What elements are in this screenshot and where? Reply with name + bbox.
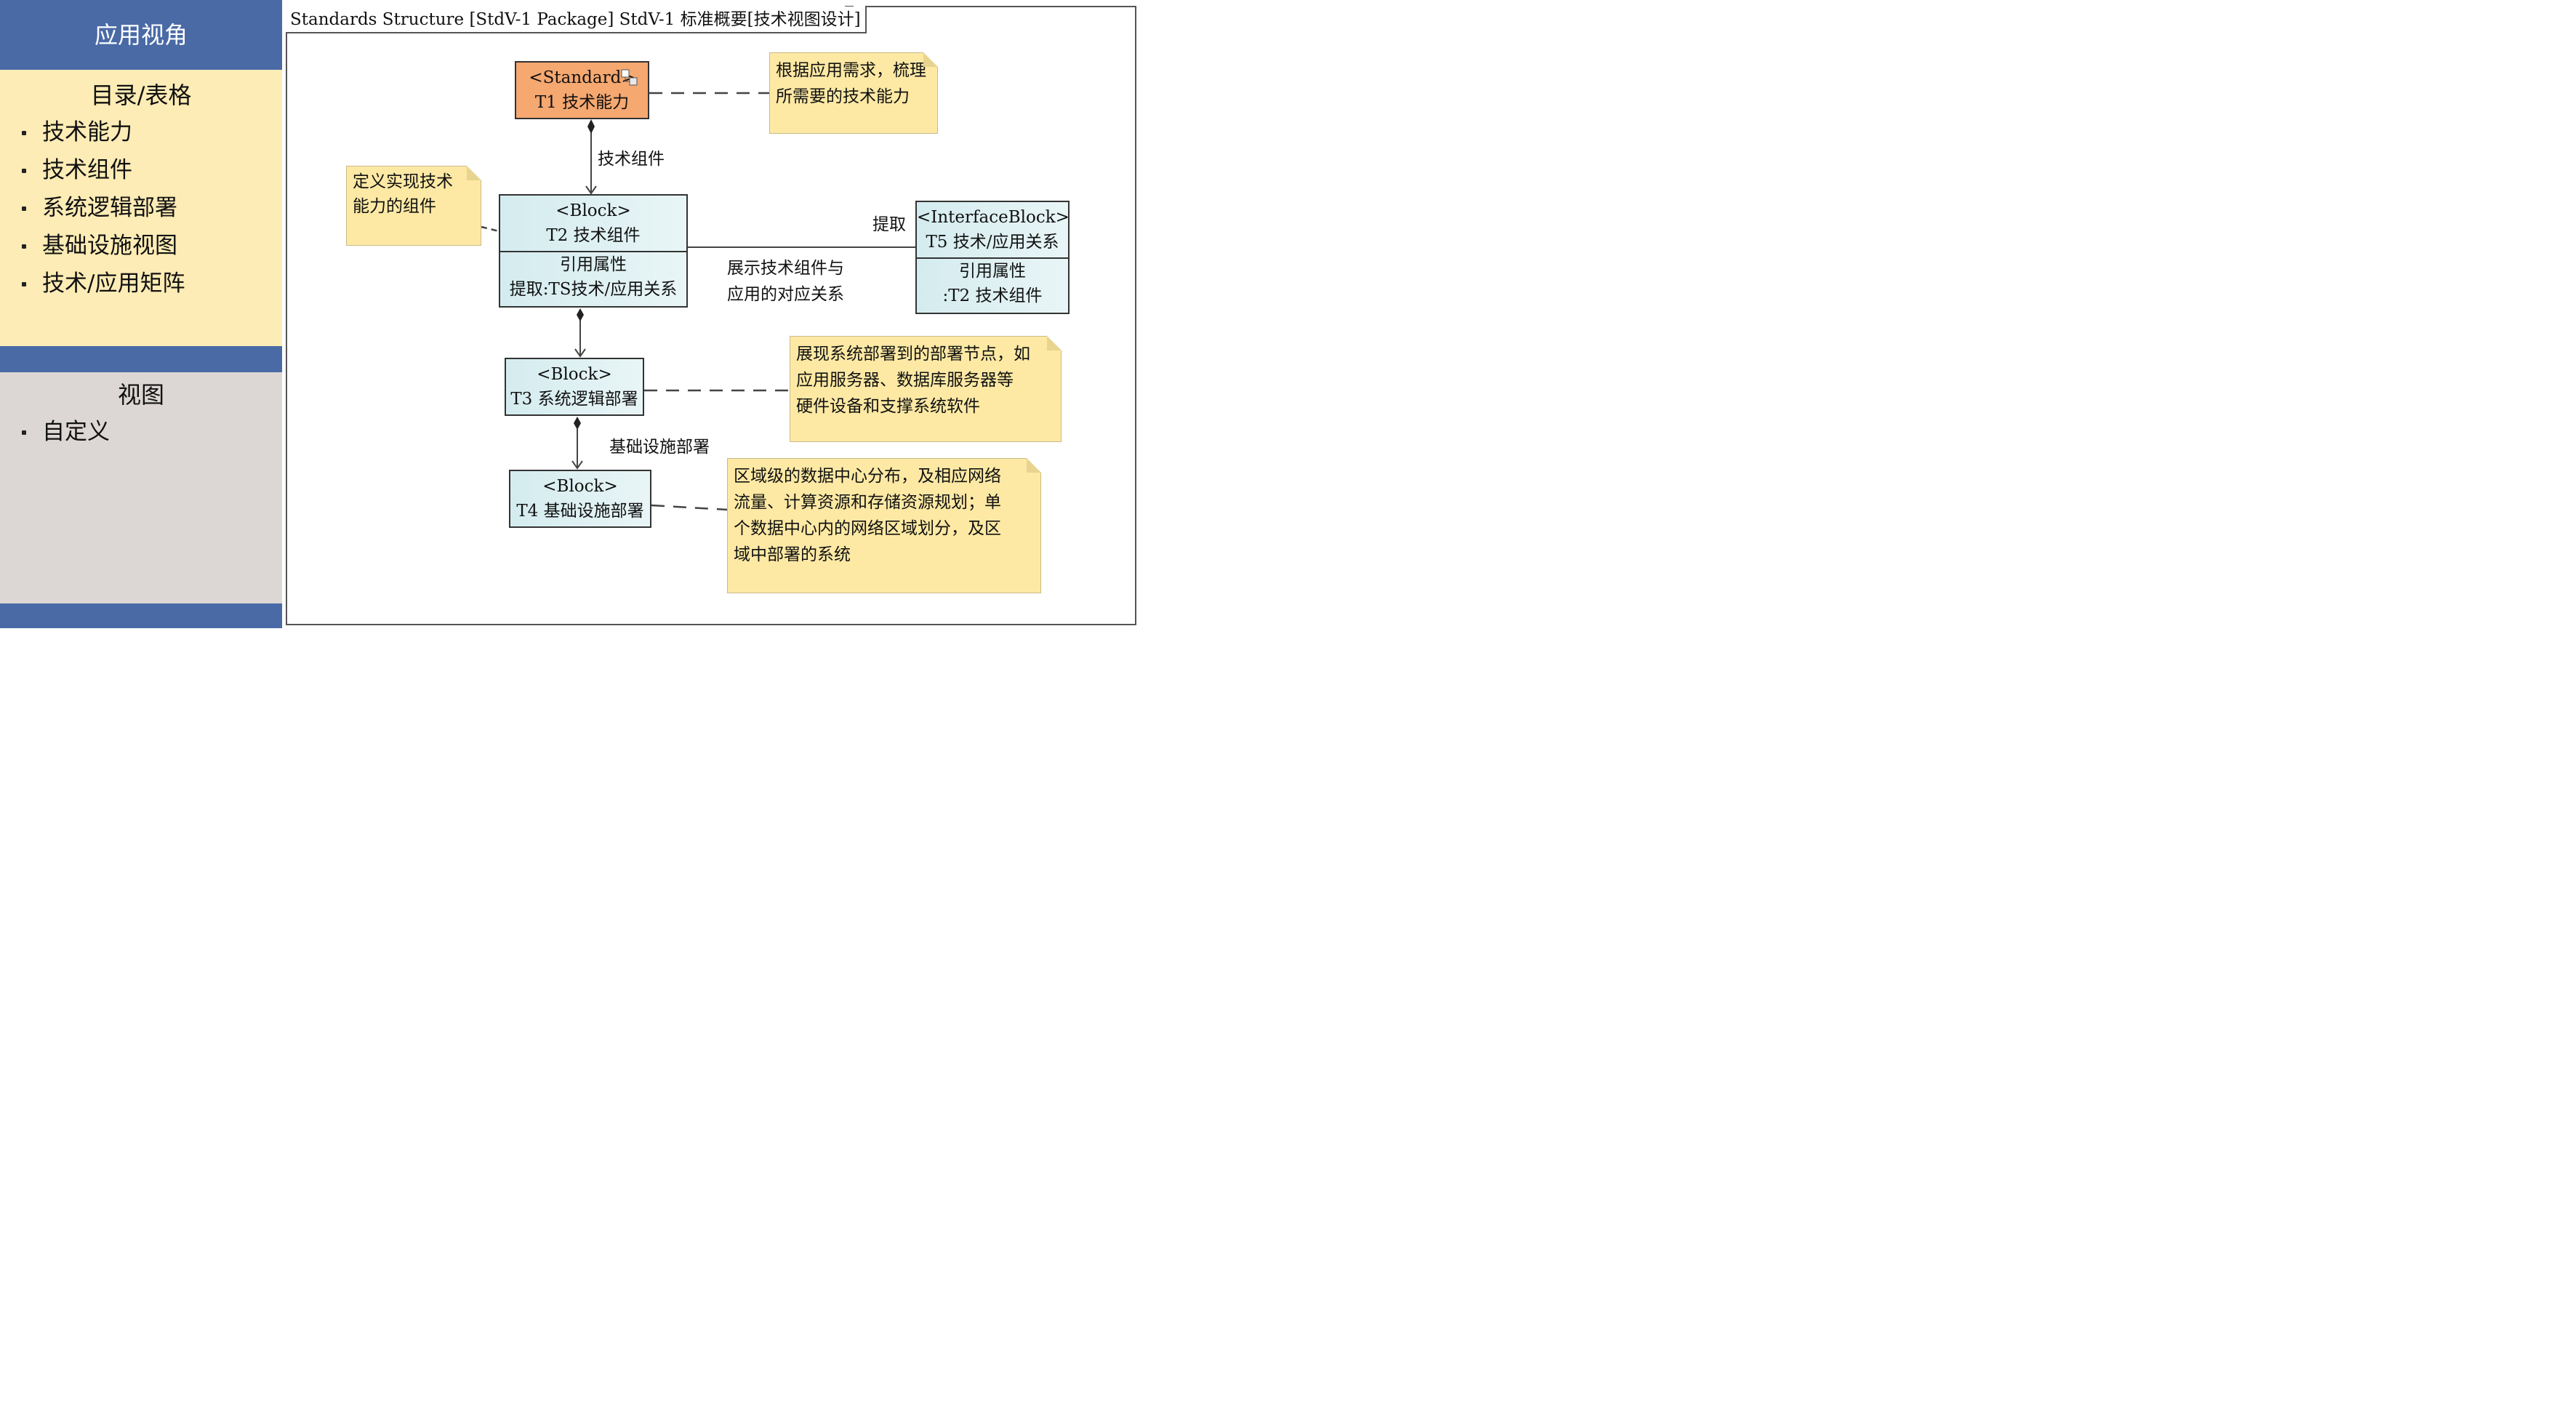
bullet-icon — [22, 430, 26, 435]
view-item-custom[interactable]: 自定义 — [0, 413, 282, 451]
bullet-icon — [22, 131, 26, 135]
t2-note-line: 能力的组件 — [353, 197, 436, 216]
t3-arrow-head-icon — [574, 348, 586, 358]
t4-block[interactable]: <Block> T4 基础设施部署 — [509, 470, 651, 528]
t5-stereotype: <InterfaceBlock> — [917, 208, 1070, 227]
t2-t5-description-line2: 应用的对应关系 — [727, 285, 844, 304]
t4-note-anchor — [651, 504, 728, 511]
t3-note-line: 展现系统部署到的部署节点，如 — [796, 345, 1030, 364]
t3-stereotype: <Block> — [537, 365, 612, 384]
t2-note: 定义实现技术 能力的组件 — [346, 166, 481, 246]
t3-note-line: 应用服务器、数据库服务器等 — [796, 371, 1014, 390]
t2-arrow-head-icon — [585, 185, 597, 195]
sidebar-footer-bar — [0, 603, 282, 628]
t4-name: T4 基础设施部署 — [516, 502, 644, 521]
t1-stereotype: <Standard> — [529, 68, 635, 87]
t2-t5-role-label: 提取 — [872, 215, 906, 234]
t2-note-anchor — [481, 225, 499, 233]
t5-property: :T2 技术组件 — [942, 286, 1043, 305]
t5-interface-block[interactable]: <InterfaceBlock> T5 技术/应用关系 引用属性 :T2 技术组… — [915, 201, 1070, 314]
t4-note-line: 流量、计算资源和存储资源规划；单 — [734, 493, 1001, 512]
t2-t5-description-line1: 展示技术组件与 — [727, 259, 844, 278]
diagram-frame-title: Standards Structure [StdV-1 Package] Std… — [286, 6, 867, 33]
t2-section-title: 引用属性 — [560, 255, 627, 274]
bullet-icon — [22, 282, 26, 286]
catalog-panel: 目录/表格 技术能力 技术组件 系统逻辑部署 基础设施视图 技术/应用矩阵 — [0, 70, 282, 346]
bullet-icon — [22, 206, 26, 211]
t3-t4-role-label: 基础设施部署 — [609, 438, 710, 457]
t3-name: T3 系统逻辑部署 — [510, 390, 638, 409]
view-list: 自定义 — [0, 413, 282, 451]
t1-note: 根据应用需求，梳理 所需要的技术能力 — [769, 52, 938, 134]
catalog-item-tech-app-matrix[interactable]: 技术/应用矩阵 — [0, 265, 282, 302]
catalog-list: 技术能力 技术组件 系统逻辑部署 基础设施视图 技术/应用矩阵 — [0, 113, 282, 302]
t4-note-line: 区域级的数据中心分布，及相应网络 — [734, 467, 1001, 486]
t5-header: <InterfaceBlock> T5 技术/应用关系 — [917, 202, 1068, 259]
catalog-heading: 目录/表格 — [90, 81, 192, 109]
t2-compartment: 引用属性 提取:TS技术/应用关系 — [500, 252, 686, 302]
view-panel: 视图 自定义 — [0, 372, 282, 603]
view-heading: 视图 — [117, 381, 164, 409]
catalog-item-tech-component[interactable]: 技术组件 — [0, 151, 282, 189]
catalog-item-logic-deploy[interactable]: 系统逻辑部署 — [0, 189, 282, 227]
t1-t2-role-label: 技术组件 — [598, 150, 665, 169]
t1-name: T1 技术能力 — [534, 93, 630, 112]
standard-stereotype-icon — [621, 69, 638, 86]
catalog-item-infra-view[interactable]: 基础设施视图 — [0, 227, 282, 265]
catalog-item-tech-capability[interactable]: 技术能力 — [0, 113, 282, 151]
t3-block[interactable]: <Block> T3 系统逻辑部署 — [505, 358, 644, 416]
t4-note: 区域级的数据中心分布，及相应网络 流量、计算资源和存储资源规划；单 个数据中心内… — [727, 458, 1041, 593]
t3-note-line: 硬件设备和支撑系统软件 — [796, 397, 980, 416]
bullet-icon — [22, 244, 26, 249]
t2-name: T2 技术组件 — [546, 226, 641, 245]
t4-note-line: 个数据中心内的网络区域划分，及区 — [734, 519, 1001, 538]
t3-composition-diamond — [574, 417, 581, 430]
t2-stereotype: <Block> — [555, 201, 631, 220]
t2-block[interactable]: <Block> T2 技术组件 引用属性 提取:TS技术/应用关系 — [499, 194, 688, 308]
t4-arrow-head-icon — [571, 460, 583, 470]
t5-name: T5 技术/应用关系 — [926, 233, 1059, 252]
diagram-connectors — [481, 92, 915, 511]
t1-note-line: 所需要的技术能力 — [776, 87, 910, 106]
sidebar: 应用视角 目录/表格 技术能力 技术组件 系统逻辑部署 基础设施视图 技术/应用… — [0, 0, 282, 628]
t3-note: 展现系统部署到的部署节点，如 应用服务器、数据库服务器等 硬件设备和支撑系统软件 — [790, 336, 1062, 442]
t5-section-title: 引用属性 — [959, 262, 1026, 281]
t4-note-line: 域中部署的系统 — [734, 545, 851, 564]
t1-composition-diamond — [587, 119, 595, 134]
t4-stereotype: <Block> — [542, 477, 618, 496]
t2-property: 提取:TS技术/应用关系 — [509, 280, 678, 299]
sidebar-title: 应用视角 — [0, 0, 282, 70]
t5-compartment: 引用属性 :T2 技术组件 — [917, 259, 1068, 308]
t2-header: <Block> T2 技术组件 — [500, 196, 686, 252]
bullet-icon — [22, 169, 26, 173]
t1-note-line: 根据应用需求，梳理 — [776, 61, 926, 80]
t2-composition-diamond — [577, 308, 584, 321]
t2-note-line: 定义实现技术 — [353, 172, 453, 191]
sidebar-divider — [0, 346, 282, 372]
